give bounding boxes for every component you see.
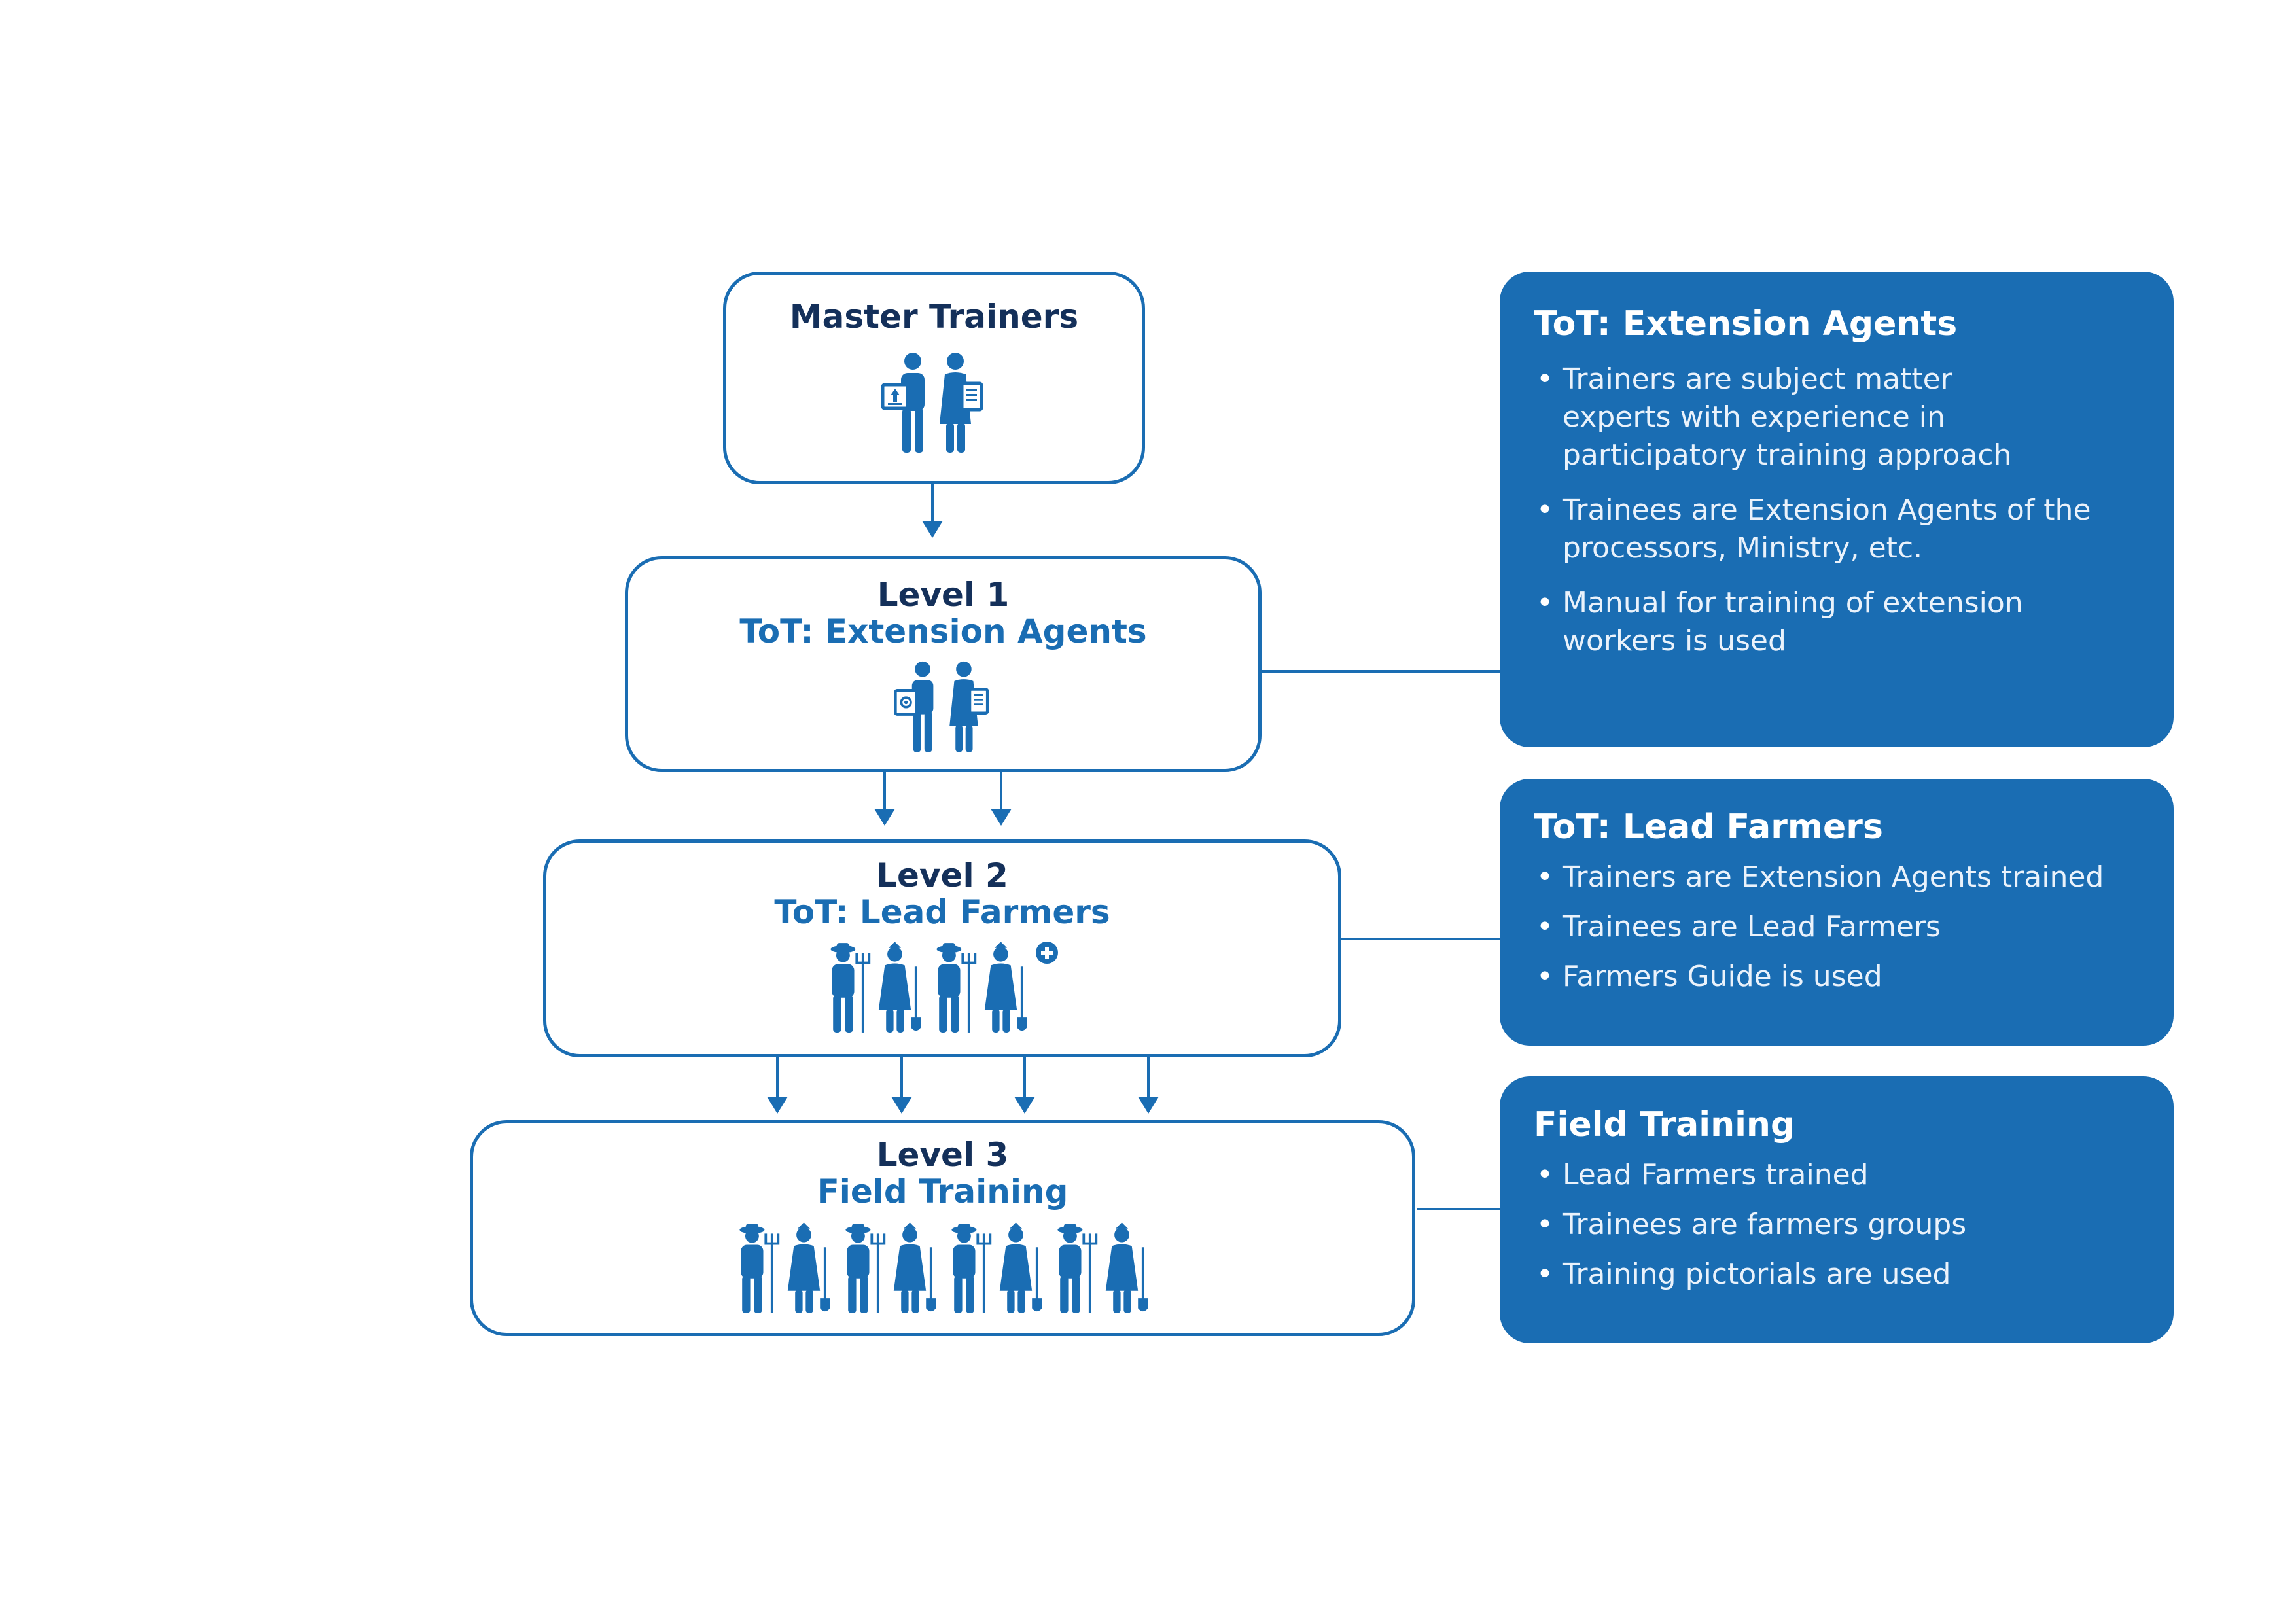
info-bullet-list: Lead Farmers trained Trainees are farmer…: [1534, 1156, 2140, 1294]
farmer-female-icon: [999, 1222, 1042, 1313]
farmer-male-icon: [845, 1224, 886, 1313]
master-trainers-box: Master Trainers: [723, 272, 1145, 484]
trainer-female-icon: [940, 353, 983, 453]
level3-title: Level 3: [876, 1136, 1009, 1174]
farmer-male-icon: [830, 943, 871, 1033]
info-bullet: Trainers are Extension Agents trained: [1534, 858, 2140, 896]
extension-agent-female-icon: [949, 661, 989, 752]
farmer-male-icon: [1057, 1224, 1098, 1313]
arrowhead: [767, 1097, 788, 1114]
trainer-male-icon: [881, 353, 925, 453]
info-bullet-list: Trainers are Extension Agents trained Tr…: [1534, 858, 2140, 996]
arrowhead: [1014, 1097, 1035, 1114]
info-box-extension-agents: ToT: Extension Agents Trainers are subje…: [1500, 272, 2174, 747]
info-bullet: Trainees are Lead Farmers: [1534, 908, 2140, 946]
level2-people: [546, 941, 1338, 1036]
info-box-field-training: Field Training Lead Farmers trained Trai…: [1500, 1076, 2174, 1343]
level1-title: Level 1: [877, 576, 1010, 614]
farmer-male-icon: [739, 1224, 779, 1313]
info-bullet: Trainees are farmers groups: [1534, 1206, 2140, 1244]
level3-subtitle: Field Training: [817, 1173, 1069, 1210]
arrowhead: [991, 809, 1012, 826]
farmer-female-icon: [893, 1222, 936, 1313]
farmer-female-icon: [787, 1222, 830, 1313]
level1-people: [628, 661, 1258, 756]
farmer-male-icon: [936, 943, 977, 1033]
info-bullet: Training pictorials are used: [1534, 1256, 2140, 1294]
info-box-title: Field Training: [1534, 1105, 1795, 1144]
farmer-male-icon: [951, 1224, 992, 1313]
info-box-title: ToT: Lead Farmers: [1534, 807, 1883, 847]
level1-subtitle: ToT: Extension Agents: [739, 612, 1147, 650]
info-bullet: Trainers are subject matter experts with…: [1534, 361, 2140, 474]
info-box-title: ToT: Extension Agents: [1534, 304, 1958, 344]
level3-people: [473, 1222, 1412, 1316]
info-bullet: Farmers Guide is used: [1534, 958, 2140, 996]
farmer-female-icon: [984, 942, 1027, 1033]
level3-box: Level 3 Field Training: [470, 1120, 1415, 1336]
info-bullet: Trainees are Extension Agents of the pro…: [1534, 491, 2140, 567]
arrowhead: [874, 809, 895, 826]
info-bullet: Manual for training of extension workers…: [1534, 584, 2140, 660]
level2-title: Level 2: [876, 856, 1008, 894]
farmer-female-icon: [1106, 1222, 1148, 1313]
level2-box: Level 2 ToT: Lead Farmers: [543, 839, 1341, 1057]
master-trainers-title: Master Trainers: [789, 298, 1079, 336]
arrowhead: [922, 521, 943, 538]
master-trainers-people: [726, 352, 1142, 457]
plus-icon: [1036, 942, 1059, 964]
extension-agent-male-icon: [894, 661, 934, 752]
info-bullet-list: Trainers are subject matter experts with…: [1534, 361, 2140, 660]
arrowhead: [891, 1097, 912, 1114]
info-box-lead-farmers: ToT: Lead Farmers Trainers are Extension…: [1500, 779, 2174, 1046]
level2-subtitle: ToT: Lead Farmers: [774, 893, 1110, 931]
farmer-female-icon: [878, 942, 921, 1033]
arrowhead: [1138, 1097, 1159, 1114]
info-bullet: Lead Farmers trained: [1534, 1156, 2140, 1194]
level1-box: Level 1 ToT: Extension Agents: [625, 556, 1262, 772]
